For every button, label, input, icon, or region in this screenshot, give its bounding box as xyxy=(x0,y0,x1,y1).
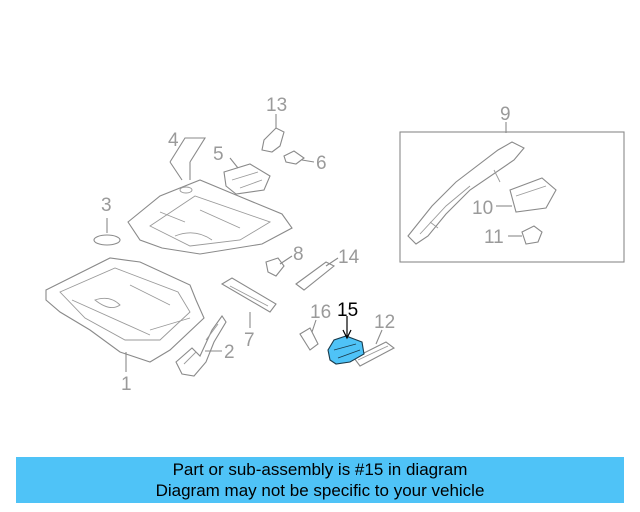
part-7-crossmember[interactable] xyxy=(220,277,277,313)
parts-diagram: 1 2 3 4 5 6 7 xyxy=(45,95,625,395)
banner-line-1: Part or sub-assembly is #15 in diagram xyxy=(172,460,468,479)
part-3-plug[interactable] xyxy=(93,234,121,246)
info-banner: Part or sub-assembly is #15 in diagram D… xyxy=(16,457,624,503)
part-4-front-floor-pan[interactable] xyxy=(127,179,293,255)
part-2-bracket[interactable] xyxy=(175,315,227,377)
part-13-upper-bracket[interactable] xyxy=(261,127,285,153)
callout-7: 7 xyxy=(244,330,255,351)
callout-16: 16 xyxy=(310,302,331,323)
callout-2: 2 xyxy=(224,342,235,363)
banner-line-2: Diagram may not be specific to your vehi… xyxy=(155,481,485,500)
part-16-side-bracket[interactable] xyxy=(299,327,319,351)
callout-14: 14 xyxy=(338,247,360,268)
callout-11: 11 xyxy=(484,227,504,248)
callout-13: 13 xyxy=(266,95,287,116)
callout-1: 1 xyxy=(121,374,132,395)
callout-12: 12 xyxy=(374,312,395,333)
part-15-highlighted[interactable] xyxy=(327,335,365,365)
part-5-seat-bracket[interactable] xyxy=(223,163,271,195)
callout-5: 5 xyxy=(213,144,224,165)
callout-9: 9 xyxy=(500,104,511,125)
part-1-rear-floor-pan[interactable] xyxy=(45,257,205,363)
callout-10: 10 xyxy=(472,198,493,219)
part-14-rail[interactable] xyxy=(295,261,336,291)
callout-6: 6 xyxy=(316,153,327,174)
part-10-reinforcement[interactable] xyxy=(509,177,557,213)
callout-3: 3 xyxy=(101,195,112,216)
part-8-small-bracket[interactable] xyxy=(265,257,285,277)
part-12-rail-extension[interactable] xyxy=(353,341,396,367)
callout-8: 8 xyxy=(293,244,304,265)
callout-4: 4 xyxy=(168,130,179,151)
part-11-small-plate[interactable] xyxy=(521,225,543,245)
callout-15: 15 xyxy=(337,300,358,321)
part-6-clip[interactable] xyxy=(283,150,305,165)
